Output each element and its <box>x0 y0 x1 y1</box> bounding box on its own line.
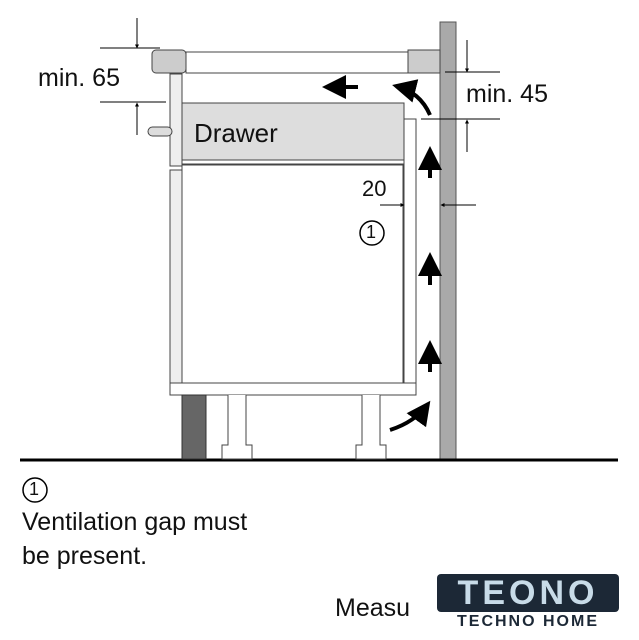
teono-logo: TEONO TECHNO HOME <box>437 574 619 634</box>
legend-marker-circle <box>22 477 48 503</box>
drawer-front <box>181 102 405 161</box>
cabinet-body <box>181 164 404 384</box>
hob <box>185 51 409 74</box>
legend-marker-number: 1 <box>29 479 40 499</box>
logo-wordmark: TEONO <box>437 574 619 612</box>
cabinet-foot <box>355 395 387 460</box>
worktop-right <box>407 49 441 74</box>
marker-circle <box>359 220 385 246</box>
cabinet-back-panel <box>403 118 417 384</box>
marker-number: 1 <box>366 222 377 242</box>
airflow-arrows <box>322 75 442 432</box>
drawer-handle <box>147 126 173 137</box>
worktop-left <box>151 49 187 74</box>
cabinet-side-top <box>169 73 183 167</box>
min-65-label: min. 65 <box>38 64 120 92</box>
measure-text: Measu <box>335 594 411 622</box>
logo-tagline: TECHNO HOME <box>457 613 599 630</box>
cabinet-bottom <box>169 382 417 396</box>
cabinet-side <box>169 169 183 384</box>
cabinet-foot <box>221 395 253 460</box>
legend-line-2: be present. <box>22 542 148 570</box>
min-45-label: min. 45 <box>466 80 548 108</box>
plinth <box>181 394 207 460</box>
legend-line-1: Ventilation gap must <box>22 508 248 536</box>
gap-20-label: 20 <box>362 176 387 201</box>
drawer-label: Drawer <box>194 118 278 148</box>
wall <box>439 21 457 461</box>
